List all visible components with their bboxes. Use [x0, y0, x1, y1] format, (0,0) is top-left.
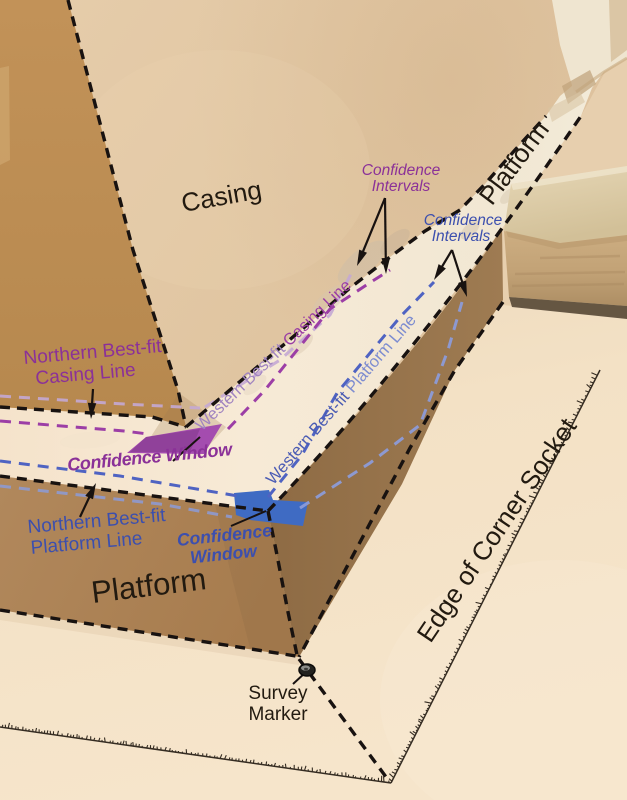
svg-text:Survey: Survey: [248, 683, 308, 704]
svg-text:Intervals: Intervals: [372, 178, 431, 195]
svg-text:Marker: Marker: [248, 704, 308, 725]
svg-text:Confidence: Confidence: [424, 212, 503, 229]
svg-text:Intervals: Intervals: [432, 228, 491, 245]
svg-text:Confidence: Confidence: [362, 162, 441, 179]
